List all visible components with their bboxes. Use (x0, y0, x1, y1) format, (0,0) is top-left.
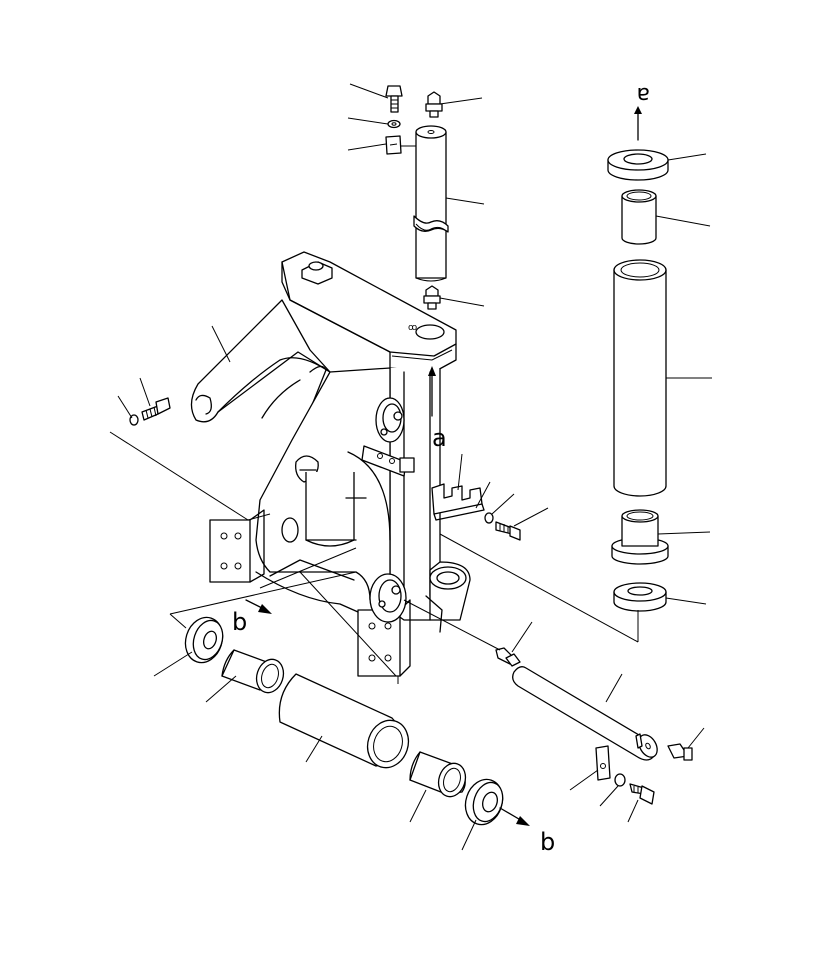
lower-bushing-stack: b (184, 616, 555, 856)
right-upper-bushing (621, 189, 657, 245)
svg-text:ꝏ: ꝏ (408, 323, 417, 333)
ref-label-b-right: b (540, 828, 555, 856)
right-long-tube (613, 259, 667, 497)
right-thrust-washer (464, 778, 504, 826)
shim-plate-group (361, 445, 485, 521)
right-flanged-bushing (611, 509, 669, 565)
ref-label-a-mid: a (432, 424, 447, 452)
left-bolt-centerline (109, 431, 249, 521)
upper-grease-fitting (425, 91, 443, 118)
upper-bolt (385, 85, 403, 113)
left-bushing (221, 649, 285, 694)
swing-bracket-frame: ꝏ (190, 251, 471, 677)
left-side-bolt (129, 397, 171, 426)
ref-label-b-left: b (232, 608, 247, 636)
ref-arrow-b-left: b (169, 547, 357, 636)
lower-grease-fitting (403, 599, 521, 667)
upper-pin-group (385, 85, 449, 310)
lower-long-tube (278, 673, 410, 769)
right-upper-thrust-washer (607, 149, 669, 181)
king-pin-upper (413, 125, 449, 282)
upper-washer (387, 119, 401, 129)
right-bushing (409, 751, 467, 798)
ref-arrow-a-mid: a (428, 366, 447, 452)
ref-label-a-top: a (637, 82, 650, 107)
right-lower-thrust-washer (613, 582, 667, 612)
pin-grease-fitting (423, 285, 441, 310)
right-side-bolt (484, 512, 521, 541)
lower-pin-assembly (512, 666, 693, 805)
leader-lines (117, 83, 712, 851)
right-bushing-stack: a (439, 82, 669, 643)
upper-lock-plate (385, 135, 420, 155)
left-thrust-washer (184, 616, 224, 664)
